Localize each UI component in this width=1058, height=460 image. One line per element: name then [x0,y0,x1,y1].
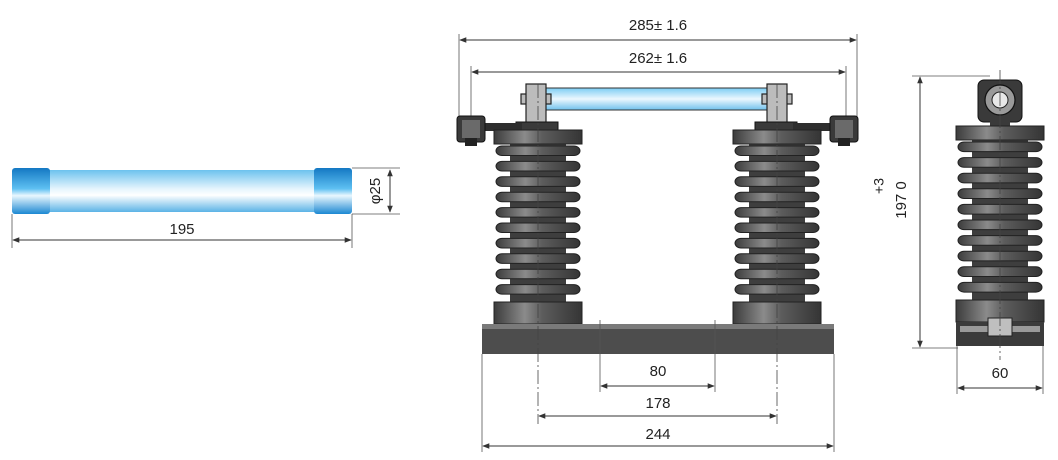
fuse-left-cap [12,168,50,214]
depth-label: 60 [992,365,1009,382]
contact-span-label: 262± 1.6 [629,50,687,67]
mount-spacing-label: 178 [645,395,670,412]
right-terminal-bolt [829,115,859,146]
fuse-right-cap [314,168,352,214]
height-label: 197 0 [893,181,910,219]
fuse-length-label: 195 [169,221,194,238]
left-terminal-bar [472,123,522,131]
mounted-fuse-tube [544,87,770,111]
height-tolerance-label: +3 [871,178,887,194]
fuse-diameter-label: φ25 [367,178,384,204]
holder-front-view: 285± 1.6 262± 1.6 [456,17,859,452]
fuse-tube [48,170,316,212]
left-terminal-bolt [456,115,486,146]
base-width-label: 244 [645,426,670,443]
slot-width-label: 80 [650,363,667,380]
overall-width-label: 285± 1.6 [629,17,687,34]
side-insulator [955,125,1045,323]
fuse-link-view: φ25 195 [11,167,400,248]
holder-side-view: 197 0 +3 60 [871,70,1045,394]
right-terminal-bar [793,123,843,131]
